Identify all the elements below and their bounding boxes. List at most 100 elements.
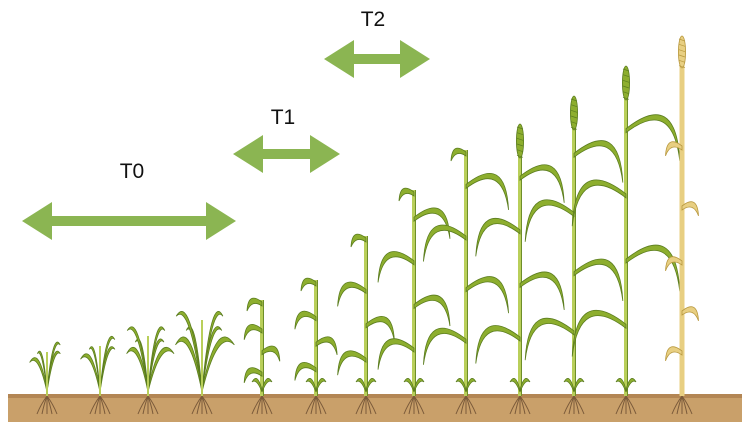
roots-icon (403, 395, 425, 415)
leaf-blade (201, 326, 223, 393)
timing-arrow-t2 (324, 40, 430, 78)
leaf-blade (403, 378, 415, 393)
drooping-leaf (294, 310, 317, 330)
timing-arrows (22, 40, 430, 240)
leaf-blade (147, 347, 175, 393)
wheat-ear (570, 95, 579, 131)
leaf-blade (88, 346, 101, 393)
timing-arrow-t0 (22, 202, 236, 240)
leaf-blade (355, 378, 367, 393)
leaf-blade (465, 378, 477, 393)
leaf-blade (147, 338, 165, 393)
leaf-blade (455, 378, 467, 393)
roots-icon (191, 395, 213, 415)
roots-icon (251, 395, 273, 415)
drooping-leaf (337, 350, 367, 376)
ripening-icon (665, 35, 699, 415)
drooping-leaf (294, 361, 317, 381)
tillering-icon (126, 326, 175, 415)
drooping-leaf (524, 317, 575, 361)
roots-icon (509, 395, 531, 415)
roots-icon (671, 395, 693, 415)
drooping-leaf (524, 199, 575, 242)
drooping-leaf (681, 201, 699, 217)
drooping-leaf (465, 276, 509, 314)
booting-icon (423, 147, 509, 415)
leaf-blade (251, 378, 263, 393)
drooping-leaf (423, 224, 467, 262)
drooping-leaf (350, 233, 367, 248)
timing-arrow-t1 (233, 135, 340, 173)
roots-icon (615, 395, 637, 415)
drooping-leaf (665, 256, 683, 272)
stem-elongation-icon (337, 233, 395, 415)
roots-icon (455, 395, 477, 415)
drooping-leaf (681, 306, 699, 322)
seedling-icon (80, 335, 116, 415)
drooping-leaf (519, 164, 565, 203)
drooping-leaf (243, 367, 263, 384)
seedling-icon (29, 341, 61, 415)
drooping-leaf (246, 297, 263, 312)
drooping-leaf (571, 179, 627, 227)
leaf-blade (175, 311, 203, 393)
roots-icon (305, 395, 327, 415)
drooping-leaf (665, 346, 683, 362)
drooping-leaf (398, 187, 415, 202)
drooping-leaf (337, 281, 367, 307)
soil-surface (8, 394, 742, 398)
drooping-leaf (413, 207, 451, 239)
roots-icon (36, 395, 58, 415)
drooping-leaf (465, 173, 509, 211)
leaf-blade (615, 378, 627, 393)
leaf-blade (563, 378, 575, 393)
drooping-leaf (243, 324, 263, 340)
leaf-blade (573, 378, 585, 393)
drooping-leaf (475, 325, 521, 364)
drooping-leaf (300, 277, 317, 292)
leaf-blade (46, 350, 61, 393)
timing-label-t0: T0 (119, 160, 145, 183)
drooping-leaf (365, 316, 395, 341)
leaf-blade (37, 350, 48, 393)
drooping-leaf (450, 147, 467, 162)
timing-label-t1: T1 (270, 106, 296, 129)
leaf-blade (305, 378, 317, 393)
leaf-blade (365, 378, 377, 393)
leaf-blade (99, 335, 116, 393)
stem-elongation-icon (243, 297, 281, 415)
leaf-blade (80, 353, 101, 393)
wheat-ear (678, 35, 687, 69)
leaf-blade (99, 346, 116, 393)
drooping-leaf (377, 251, 415, 283)
leaf-blade (509, 378, 521, 393)
heading-icon (475, 123, 565, 415)
leaf-blade (126, 326, 149, 393)
leaf-blade (175, 336, 203, 393)
drooping-leaf (475, 218, 521, 257)
leaf-blade (201, 336, 235, 393)
leaf-blade (29, 357, 48, 393)
drooping-leaf (377, 338, 415, 370)
drooping-leaf (261, 345, 281, 362)
plant-stages (29, 35, 699, 415)
drooping-leaf (315, 336, 338, 356)
drooping-leaf (571, 309, 627, 357)
leaf-blade (413, 378, 425, 393)
grain-fill-icon (571, 65, 681, 415)
leaf-blade (625, 378, 637, 393)
wheat-ear (622, 65, 631, 101)
flowering-icon (524, 95, 624, 415)
drooping-leaf (625, 244, 681, 292)
booting-icon (377, 187, 451, 415)
roots-icon (355, 395, 377, 415)
stem-elongation-icon (294, 277, 338, 415)
drooping-leaf (625, 114, 681, 162)
roots-icon (137, 395, 159, 415)
drooping-leaf (423, 327, 467, 365)
drooping-leaf (573, 140, 624, 183)
drooping-leaf (573, 258, 624, 302)
leaf-blade (46, 341, 61, 393)
